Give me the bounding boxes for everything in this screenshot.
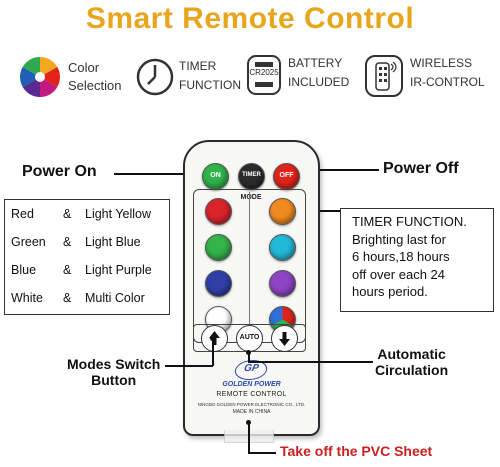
clock-icon (136, 58, 174, 96)
automatic-circulation-callout: Automatic Circulation (375, 346, 448, 378)
color-left: White (11, 291, 43, 305)
color-left: Green (11, 235, 46, 249)
timer-description: TIMER FUNCTION. Brighting last for 6 hou… (340, 208, 494, 312)
color-right: Light Yellow (85, 207, 152, 221)
power-off-pointer (305, 169, 379, 171)
pointer-dot (246, 420, 251, 425)
timer-line: Brighting last for (352, 231, 446, 247)
color-list-item: White & Multi Color (11, 291, 145, 305)
color-wheel-icon (20, 57, 60, 97)
timer-button-label: TIMER (242, 172, 261, 178)
callout-line: Modes Switch (67, 356, 161, 372)
pointer-dot (210, 336, 215, 341)
callout-line: Automatic (377, 346, 446, 362)
brand-logo: GP (232, 360, 270, 380)
pvc-callout: Take off the PVC Sheet (280, 443, 433, 459)
off-button[interactable]: OFF (273, 163, 300, 190)
color-left: Red (11, 207, 34, 221)
red-button[interactable] (205, 198, 232, 225)
color-keypad (193, 189, 306, 343)
auto-button-label: AUTO (239, 334, 260, 341)
light-purple-button[interactable] (269, 270, 296, 297)
page-title: Smart Remote Control (85, 2, 415, 35)
color-list-item: Blue & Light Purple (11, 263, 152, 277)
feature-label-line: IR-CONTROL (410, 75, 485, 89)
battery-model: CR2025 (249, 68, 279, 77)
timer-line: hours period. (352, 284, 428, 299)
timer-line: off over each 24 (352, 266, 445, 282)
battery-icon: CR2025 (245, 54, 283, 96)
modes-switch-callout: Modes Switch Button (67, 356, 160, 388)
power-off-callout: Power Off (383, 160, 459, 177)
feature-label-line: TIMER (179, 59, 217, 73)
modes-switch-pointer (212, 338, 214, 366)
feature-label-line: BATTERY (288, 56, 343, 70)
manufacturer: NINGBO GOLDEN POWER ELECTRONIC CO., LTD. (197, 402, 306, 407)
on-button[interactable]: ON (202, 163, 229, 190)
off-button-label: OFF (279, 172, 294, 179)
pvc-pointer (248, 422, 250, 452)
light-yellow-button[interactable] (269, 198, 296, 225)
feature-label-line: INCLUDED (288, 75, 350, 89)
color-amp: & (63, 263, 72, 277)
feature-wireless-ir-control: WIRELESS IR-CONTROL (364, 52, 494, 100)
feature-label-line: WIRELESS (410, 56, 473, 70)
brand-name: GOLDEN POWER (222, 381, 281, 388)
automatic-pointer (248, 352, 250, 362)
brand-logo-text: GP (242, 363, 260, 374)
color-amp: & (63, 291, 72, 305)
callout-line: Button (91, 372, 137, 388)
pvc-pointer (248, 452, 276, 454)
color-list-item: Red & Light Yellow (11, 207, 151, 221)
modes-switch-pointer (165, 365, 213, 367)
power-on-callout: Power On (22, 163, 97, 180)
automatic-pointer (248, 361, 373, 363)
feature-battery-included: CR2025 BATTERY INCLUDED (245, 52, 365, 100)
pointer-dot (246, 350, 251, 355)
feature-label-line: Selection (68, 78, 122, 93)
callout-line: Circulation (375, 362, 449, 378)
feature-label-line: Color (68, 60, 100, 75)
color-list: Red & Light Yellow Green & Light Blue Bl… (4, 199, 170, 315)
remote-subtitle: REMOTE CONTROL (216, 391, 287, 398)
power-on-pointer (114, 173, 196, 175)
color-right: Light Blue (85, 235, 141, 249)
remote-control: ON TIMER OFF MODE AUTO GP GOLDEN POWER (183, 140, 320, 436)
timer-button[interactable]: TIMER (238, 163, 265, 190)
color-right: Light Purple (85, 263, 152, 277)
color-amp: & (63, 207, 72, 221)
color-left: Blue (11, 263, 37, 277)
mode-label: MODE (240, 194, 262, 201)
remote-icon (365, 55, 403, 97)
timer-line: 6 hours,18 hours (352, 249, 450, 264)
keypad-divider (249, 192, 250, 340)
on-button-label: ON (210, 172, 221, 179)
made-in: MADE IN CHINA (232, 409, 271, 415)
light-blue-button[interactable] (269, 234, 296, 261)
green-button[interactable] (205, 234, 232, 261)
arrow-down-icon (279, 332, 290, 346)
feature-timer-function: TIMER FUNCTION (135, 55, 250, 99)
color-right: Multi Color (85, 291, 145, 305)
blue-button[interactable] (205, 270, 232, 297)
timer-line: TIMER FUNCTION. (352, 214, 467, 229)
auto-button[interactable]: AUTO (236, 325, 263, 352)
feature-color-selection: Color Selection (18, 55, 138, 99)
color-list-item: Green & Light Blue (11, 235, 141, 249)
feature-label-line: FUNCTION (179, 78, 241, 92)
mode-down-button[interactable] (271, 325, 298, 352)
color-amp: & (63, 235, 72, 249)
